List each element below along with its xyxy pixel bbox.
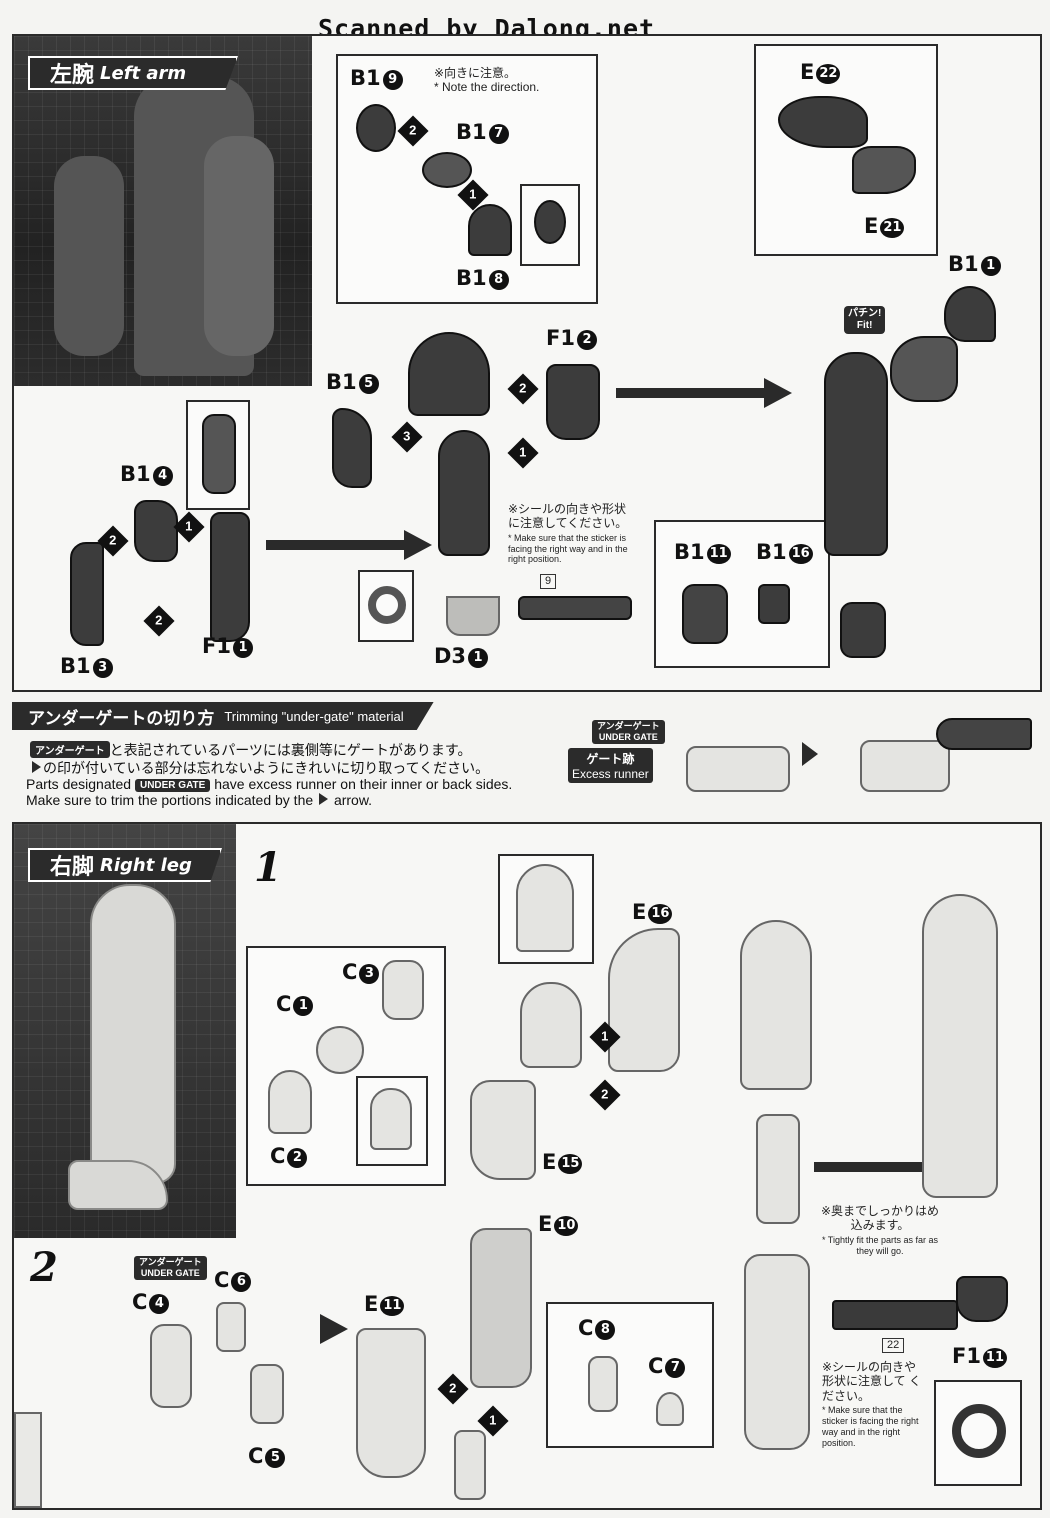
part-c-7 xyxy=(656,1392,684,1426)
left-arm-reference-photo xyxy=(14,36,312,386)
completed-right-leg xyxy=(922,894,998,1198)
direction-note-jp: ※向きに注意。 xyxy=(434,66,517,80)
flow-arrow-step2 xyxy=(292,1314,348,1344)
boot-sticker xyxy=(832,1300,958,1330)
part-f1-2 xyxy=(546,364,600,440)
part-b1-5 xyxy=(332,408,372,488)
completed-left-arm xyxy=(824,352,888,556)
part-b1-4 xyxy=(134,500,178,562)
part-b1-7 xyxy=(422,152,472,188)
next-arrow xyxy=(802,742,818,766)
part-c-4 xyxy=(150,1324,192,1408)
part-b1-3 xyxy=(70,542,104,646)
ankle-joint-part xyxy=(454,1430,486,1500)
part-e-21 xyxy=(852,146,916,194)
flow-arrow-leg xyxy=(814,1152,950,1182)
forearm-assembly xyxy=(438,430,490,556)
part-c-6 xyxy=(216,1302,246,1352)
part-e-10 xyxy=(470,1228,532,1388)
under-gate-line-1: アンダーゲートと表記されているパーツには裏側等にゲートがあります。 xyxy=(30,740,472,760)
under-gate-line-4: Make sure to trim the portions indicated… xyxy=(26,792,373,808)
left-arm-title: 左腕 Left arm xyxy=(28,56,238,90)
part-c-8 xyxy=(588,1356,618,1412)
part-c-3 xyxy=(382,960,424,1020)
part-e-11 xyxy=(356,1328,426,1478)
part-b1-9 xyxy=(356,104,396,152)
knee-joint-assembly xyxy=(756,1114,800,1224)
part-e-15 xyxy=(470,1080,536,1180)
lower-leg-assembly xyxy=(744,1254,810,1450)
flow-arrow-1 xyxy=(266,530,432,560)
upper-arm-assembly xyxy=(408,332,490,416)
thigh-detail-callout xyxy=(498,854,594,964)
step-2-marker: 2 xyxy=(30,1244,58,1291)
right-leg-sticker-note: ※シールの向きや形状に注意して ください。 * Make sure that t… xyxy=(822,1360,921,1448)
part-c-2 xyxy=(268,1070,312,1134)
fit-badge: パチン! Fit! xyxy=(844,306,886,334)
side-runner-label xyxy=(14,1412,42,1508)
gated-part-before xyxy=(686,746,790,792)
part-b1-1 xyxy=(944,286,996,342)
ring-callout xyxy=(358,570,414,642)
sticker-note: ※シールの向きや形状に注意してください。 * Make sure that th… xyxy=(508,502,628,565)
sticker-ring-callout xyxy=(934,1380,1022,1486)
under-gate-title: アンダーゲートの切り方 Trimming "under-gate" materi… xyxy=(12,702,434,730)
right-leg-reference-photo xyxy=(14,824,236,1238)
part-b1-8 xyxy=(468,204,512,256)
nipper-icon xyxy=(936,718,1032,750)
part-e-16 xyxy=(608,928,680,1072)
right-leg-title: 右脚 Right leg xyxy=(28,848,222,882)
under-gate-line-2: の印が付いている部分は忘れないようにきれいに切り取ってください。 xyxy=(30,758,489,778)
under-gate-line-3: Parts designated UNDER GATE have excess … xyxy=(26,776,513,792)
part-f1-11 xyxy=(956,1276,1008,1322)
shoulder-armor-assembly xyxy=(890,336,958,402)
under-gate-instructions: アンダーゲートの切り方 Trimming "under-gate" materi… xyxy=(12,702,1042,814)
hand-part-b1-16 xyxy=(758,584,790,624)
part-f1-1 xyxy=(210,512,250,642)
hand-part-b1-11 xyxy=(682,584,728,644)
part-e-22 xyxy=(778,96,868,148)
gated-part-after xyxy=(860,740,950,792)
sticker-number-22: 22 xyxy=(882,1338,905,1354)
thigh-core-part xyxy=(520,982,582,1068)
sticker-band xyxy=(518,596,632,620)
flow-arrow-2 xyxy=(616,378,792,408)
completed-left-hand xyxy=(840,602,886,658)
sticker-number-9: 9 xyxy=(540,574,557,590)
part-c-1 xyxy=(316,1026,364,1074)
direction-note-en: * Note the direction. xyxy=(434,80,540,95)
upper-leg-assembly xyxy=(740,920,812,1090)
part-c-5 xyxy=(250,1364,284,1424)
tight-fit-note: ※奥までしっかりはめ込みます。 * Tightly fit the parts … xyxy=(820,1204,940,1256)
excess-runner-label: ゲート跡 Excess runner xyxy=(568,748,653,783)
forearm-detail-callout xyxy=(186,400,250,510)
part-d3-1 xyxy=(446,596,500,636)
step-1-marker: 1 xyxy=(254,844,282,891)
